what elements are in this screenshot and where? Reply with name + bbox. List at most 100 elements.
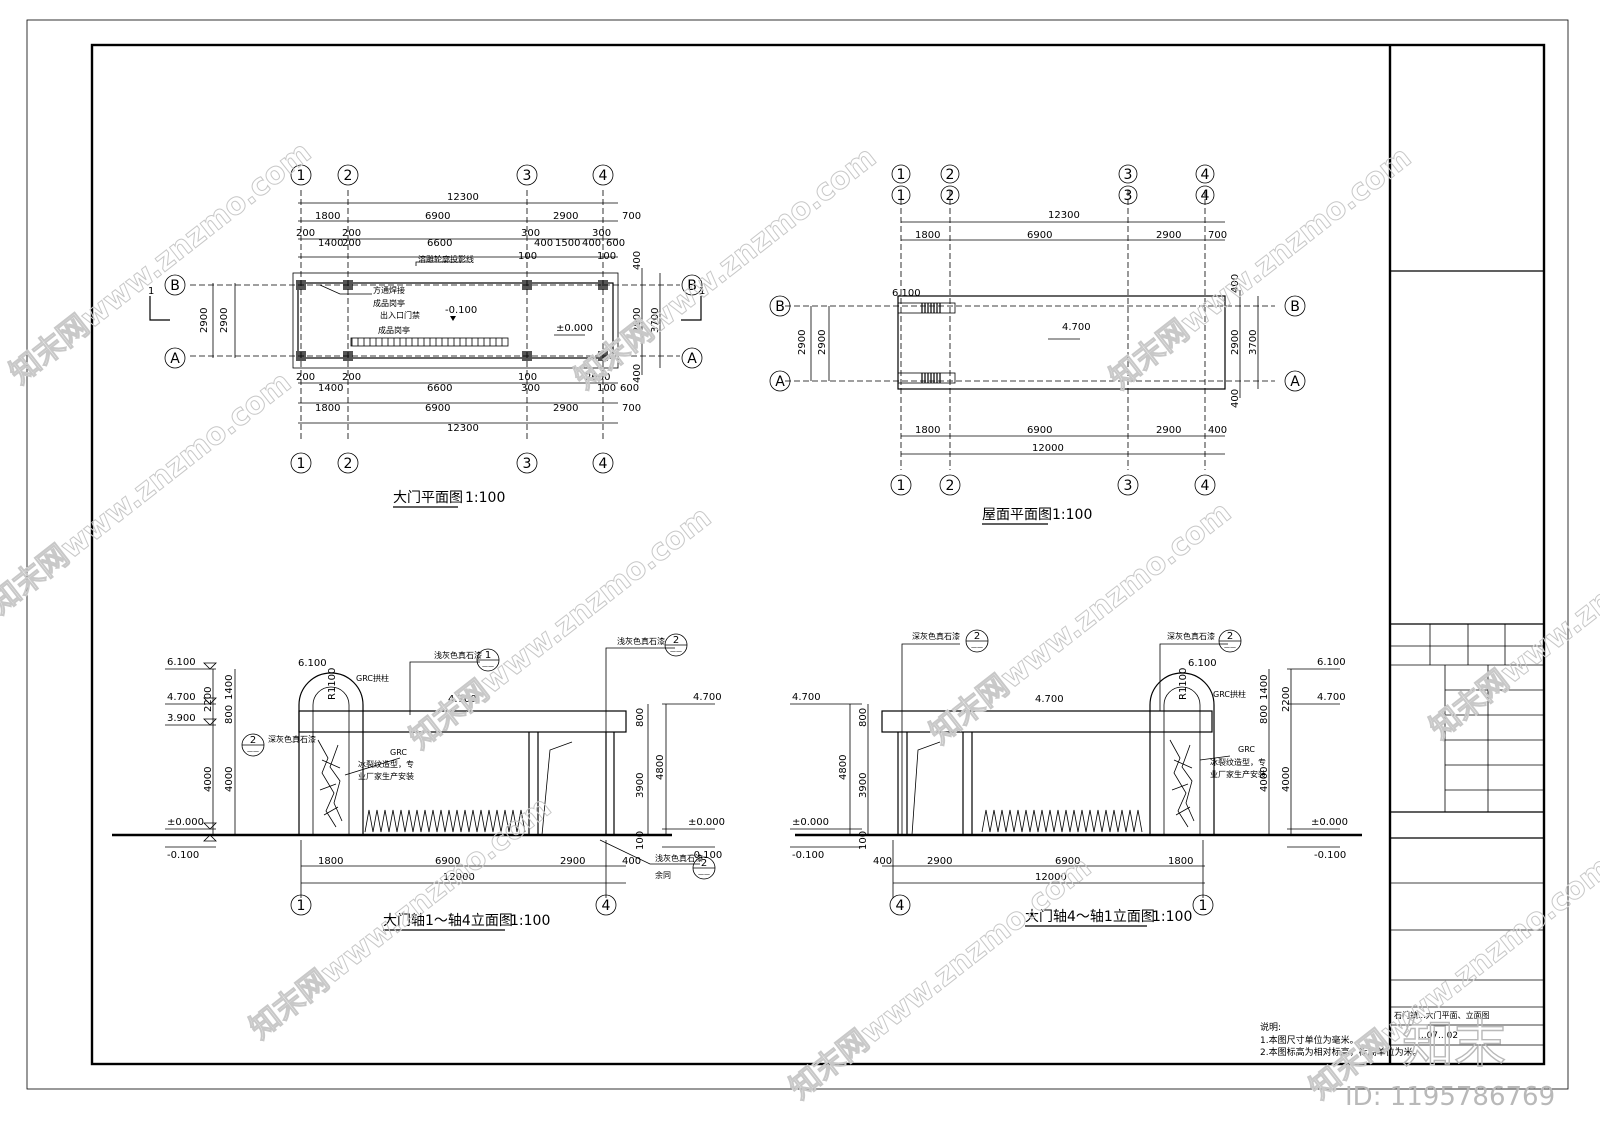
axis-bubble: 3: [516, 164, 538, 186]
plan-dim: 300: [521, 383, 540, 394]
elev1-dim: 800: [224, 705, 235, 724]
row-axis-bubble-label: B: [1290, 299, 1300, 315]
axis-bubble-label: 4: [599, 456, 608, 472]
plan-dim: 2900: [553, 211, 578, 222]
elev2-dim: 4000: [1259, 767, 1270, 792]
roof-dim: 6900: [1027, 425, 1052, 436]
elevation-axis-1-to-4: 6.100 4.700 3.900 ±0.000 -0.100 1400 800…: [112, 633, 725, 931]
elev1-level: ±0.000: [688, 817, 725, 828]
row-axis-bubble: A: [681, 347, 703, 369]
elev2-level: 4.700: [792, 692, 821, 703]
elev2-dim: 6900: [1055, 856, 1080, 867]
detail-callout: 2——: [692, 856, 716, 880]
plan-scale: 1:100: [465, 490, 505, 506]
row-axis-bubble-label: B: [775, 299, 785, 315]
elev1-note: 浅灰色真石漆: [434, 650, 482, 660]
axis-bubble-label: 1: [897, 478, 906, 494]
watermark-text: 知末网www.znzmo.com: [0, 365, 298, 622]
elev1-dim: 4000: [224, 767, 235, 792]
axis-bubble: 4: [592, 452, 614, 474]
plan-dim: 100: [518, 372, 537, 383]
axis-bubble-label: 3: [1124, 167, 1133, 183]
elev1-total: 12000: [443, 872, 475, 883]
plan-side-dim: 2900: [199, 308, 210, 333]
elev1-dim: 1400: [224, 675, 235, 700]
axis-bubble-label: 3: [1124, 478, 1133, 494]
row-axis-bubble-label: B: [687, 278, 697, 294]
elev1-dim: 400: [622, 856, 641, 867]
roof-dim: 1800: [915, 230, 940, 241]
roof-title: 屋面平面图: [982, 507, 1052, 523]
row-axis-bubble: A: [769, 370, 791, 392]
axis-bubble: 2: [337, 452, 359, 474]
watermark-text: 知末网www.znzmo.com: [403, 500, 718, 757]
detail-callout-sheet: ——: [698, 871, 710, 878]
axis-bubble: 2: [337, 164, 359, 186]
axis-bubble-label: 4: [896, 898, 905, 914]
elev1-note: GRC拱柱: [356, 673, 389, 683]
axis-bubble: 3: [1118, 164, 1138, 184]
elevation-axis-4-to-1: 4.700 ±0.000 -0.100 800 3900 4800 100 6.…: [790, 629, 1362, 927]
elev2-level: -0.100: [1314, 850, 1346, 861]
detail-callout: 1——: [476, 648, 500, 672]
elev2-note: GRC: [1238, 745, 1255, 754]
roof-dim: 6900: [1027, 230, 1052, 241]
axis-bubble: 2: [940, 185, 960, 205]
elev1-note: 浅灰色真石漆: [655, 853, 703, 863]
watermark-text: 知末网www.znzmo.com: [783, 850, 1098, 1107]
elev1-scale: 1:100: [510, 913, 550, 929]
axis-bubble: 4: [595, 894, 617, 916]
roof-dim: 2900: [1156, 230, 1181, 241]
axis-bubble-label: 4: [599, 168, 608, 184]
elev1-dim: 4000: [203, 767, 214, 792]
roof-outline: [897, 295, 1226, 390]
elev1-title: 大门轴1～轴4立面图: [383, 913, 513, 929]
axis-bubble-label: 3: [1124, 188, 1133, 204]
gate-fence: [364, 809, 526, 833]
axis-bubble: 4: [1195, 185, 1215, 205]
axis-bubble-label: 4: [602, 898, 611, 914]
row-axis-bubble-label: A: [775, 374, 785, 390]
axis-bubble-label: 2: [344, 456, 353, 472]
plan-dim: 700: [622, 403, 641, 414]
elev2-level: ±0.000: [1311, 817, 1348, 828]
axis-bubble-label: 3: [523, 168, 532, 184]
elev2-note: GRC拱柱: [1213, 689, 1246, 699]
elev1-note: 冰裂纹造型，专: [358, 759, 414, 769]
row-axis-bubble: A: [1284, 370, 1306, 392]
axis-bubble-label: 2: [344, 168, 353, 184]
elev2-total: 12000: [1035, 872, 1067, 883]
ice-crack-pattern: [1169, 739, 1195, 828]
roof-side-dim: 2900: [1230, 330, 1241, 355]
gate-hatching: [351, 338, 503, 346]
plan-dim: 200: [296, 372, 315, 383]
elev2-note: 冰裂纹造型，专: [1210, 757, 1266, 767]
elev1-dim: 2900: [560, 856, 585, 867]
watermark-logo: 知末: [1402, 1015, 1506, 1075]
row-axis-bubble-label: B: [170, 278, 180, 294]
plan-level-2: ±0.000: [556, 323, 593, 334]
elev1-dim: 800: [635, 708, 646, 727]
title-block-project: 石门镇...大门平面、立面图: [1394, 1010, 1490, 1020]
plan-side-dim: 400: [632, 364, 643, 383]
elev1-dim: 6900: [435, 856, 460, 867]
plan-dim: 1800: [315, 211, 340, 222]
elev2-dim: 2900: [927, 856, 952, 867]
axis-bubble: 4: [889, 894, 911, 916]
detail-callout-sheet: ——: [482, 663, 494, 670]
plan-section-mark-left: 1: [148, 286, 154, 297]
elev2-roof-level: 4.700: [1035, 694, 1064, 705]
notes-line: 2.本图标高为相对标高，标高单位为米。: [1260, 1046, 1422, 1058]
plan-level-1: -0.100: [445, 305, 477, 316]
plan-dim: 400: [534, 238, 553, 249]
watermark-text: 知末网www.znzmo.com: [3, 135, 318, 392]
plan-dim: 200: [296, 228, 315, 239]
row-axis-bubble: B: [681, 274, 703, 296]
axis-bubble: 4: [592, 164, 614, 186]
plan-dim: 600: [620, 383, 639, 394]
roof-dim: 2900: [1156, 425, 1181, 436]
ice-crack-pattern: [317, 739, 343, 828]
booth-door: [911, 741, 941, 836]
axis-bubble: 1: [290, 452, 312, 474]
